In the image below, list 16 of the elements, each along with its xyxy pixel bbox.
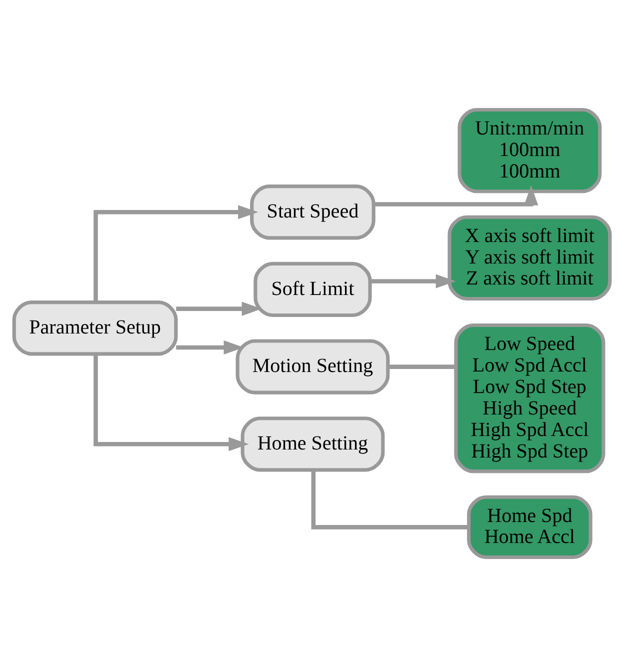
node-box: Start Speed [250, 184, 376, 240]
arrow [370, 274, 456, 288]
node-box: Motion Setting [236, 339, 390, 394]
node-box: Parameter Setup [12, 300, 178, 356]
node-box: X axis soft limit Y axis soft limit Z axis soft limit [448, 215, 612, 301]
node-box: Home Setting [240, 416, 385, 472]
connector [311, 470, 468, 530]
node-box: Unit:mm/min 100mm 100mm [458, 108, 602, 194]
node-box: Low Speed Low Spd Accl Low Spd Step High Speed High Spd Accl High Spd Step [454, 323, 606, 474]
arrow [94, 205, 258, 302]
arrow [176, 340, 244, 354]
arrow [374, 185, 538, 206]
node-box: Home Spd Home Accl [467, 495, 592, 560]
connector [388, 364, 456, 369]
arrow [94, 354, 249, 452]
node-box: Soft Limit [254, 262, 372, 318]
